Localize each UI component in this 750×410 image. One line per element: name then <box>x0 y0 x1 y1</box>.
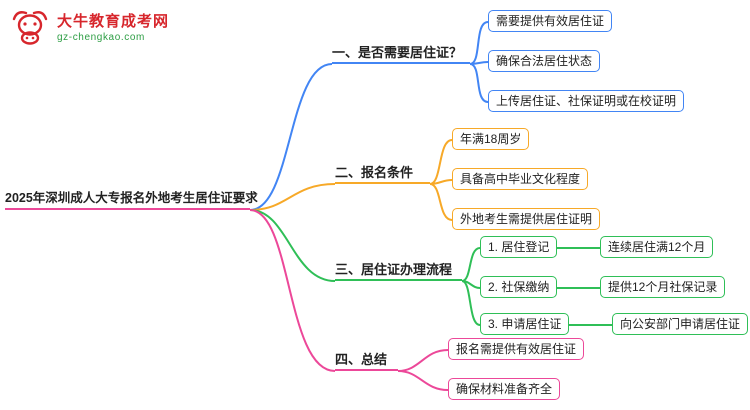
logo-title: 大牛教育成考网 <box>57 12 170 30</box>
branch-3-step-1[interactable]: 1. 居住登记 <box>480 236 558 258</box>
link-branch3-child3 <box>461 280 481 326</box>
branch-4-label[interactable]: 四、总结 <box>335 351 398 371</box>
logo-text: 大牛教育成考网 gz-chengkao.com <box>57 13 169 44</box>
root-node[interactable]: 2025年深圳成人大专报名外地考生居住证要求 <box>5 188 258 210</box>
branch-1-label[interactable]: 一、是否需要居住证？ <box>332 44 470 64</box>
branch-3-step-1-detail[interactable]: 连续居住满12个月 <box>600 236 714 258</box>
branch-2-child-3[interactable]: 外地考生需提供居住证明 <box>452 208 601 230</box>
link-root-branch2 <box>249 183 336 211</box>
branch-3-label[interactable]: 三、居住证办理流程 <box>335 261 462 281</box>
branch-2-label[interactable]: 二、报名条件 <box>335 164 430 184</box>
branch-1-child-1[interactable]: 需要提供有效居住证 <box>488 10 613 32</box>
branch-3-step-2[interactable]: 2. 社保缴纳 <box>480 276 558 298</box>
branch-1-child-2[interactable]: 确保合法居住状态 <box>488 50 601 72</box>
link-branch1-child3 <box>469 63 489 103</box>
link-branch4-child1 <box>397 349 449 372</box>
branch-4-child-1[interactable]: 报名需提供有效居住证 <box>448 338 585 360</box>
link-branch2-child1 <box>429 139 453 185</box>
site-logo[interactable]: 大牛教育成考网 gz-chengkao.com <box>10 8 169 48</box>
link-root-branch1 <box>249 63 333 211</box>
branch-2-child-2[interactable]: 具备高中毕业文化程度 <box>452 168 589 190</box>
link-root-branch4 <box>249 209 336 372</box>
branch-4-child-2[interactable]: 确保材料准备齐全 <box>448 378 561 400</box>
link-root-branch3 <box>249 209 336 282</box>
branch-3-step-2-detail[interactable]: 提供12个月社保记录 <box>600 276 726 298</box>
link-branch1-child1 <box>469 21 489 65</box>
branch-2-child-1[interactable]: 年满18周岁 <box>452 128 530 150</box>
branch-1-child-3[interactable]: 上传居住证、社保证明或在校证明 <box>488 90 685 112</box>
branch-3-step-3[interactable]: 3. 申请居住证 <box>480 313 570 335</box>
link-branch3-child1 <box>461 247 481 282</box>
bull-logo-icon <box>12 11 48 45</box>
branch-3-step-3-detail[interactable]: 向公安部门申请居住证 <box>612 313 749 335</box>
link-branch4-child2 <box>397 370 449 391</box>
link-branch2-child3 <box>429 183 453 221</box>
logo-subtitle: gz-chengkao.com <box>57 31 145 43</box>
